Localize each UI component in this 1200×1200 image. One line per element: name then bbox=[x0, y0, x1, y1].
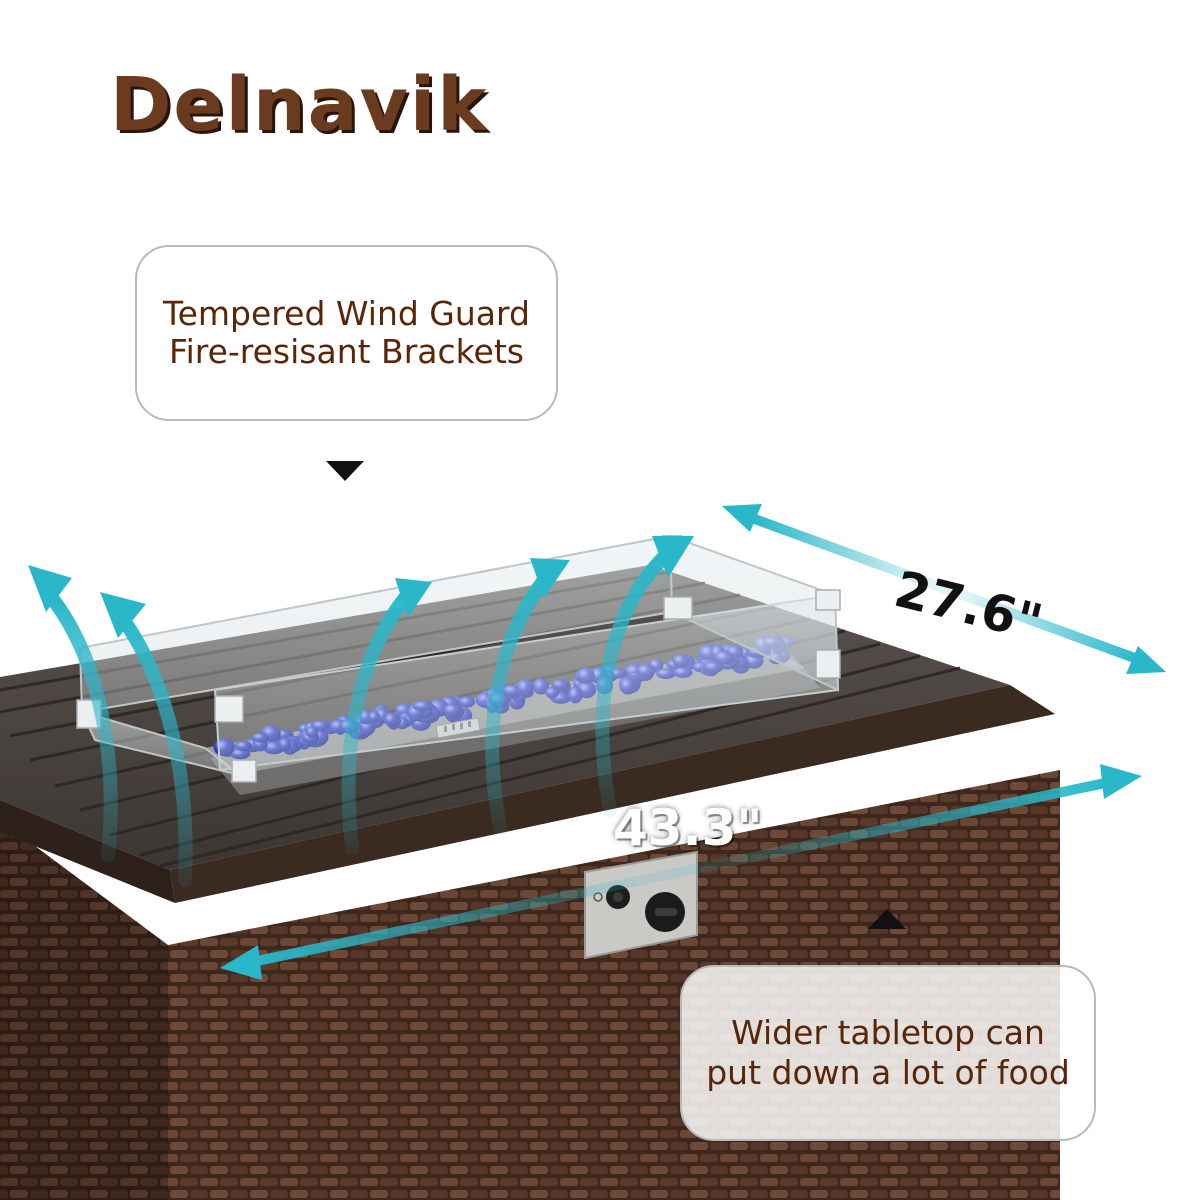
heat-arrow-icon bbox=[100, 592, 193, 887]
wind-guard-callout: Tempered Wind Guard Fire-resisant Bracke… bbox=[135, 245, 558, 421]
heat-arrows bbox=[28, 536, 694, 887]
bracket-icon bbox=[214, 695, 244, 723]
callout-line: Fire-resisant Brackets bbox=[168, 332, 524, 371]
heat-arrow-icon bbox=[595, 536, 694, 817]
width-dimension-label: 43.3" bbox=[613, 799, 763, 857]
pointer-up-icon bbox=[868, 909, 906, 929]
callout-line: Tempered Wind Guard bbox=[163, 294, 530, 333]
bracket-icon bbox=[815, 649, 841, 679]
heat-arrow-icon bbox=[341, 578, 432, 855]
callout-line: put down a lot of food bbox=[706, 1053, 1070, 1092]
dimension-arrow-icon bbox=[722, 504, 1166, 674]
heat-arrow-icon bbox=[485, 558, 570, 835]
pointer-down-icon bbox=[326, 461, 364, 481]
bracket-icon bbox=[663, 596, 693, 620]
dimension-arrow-icon bbox=[220, 764, 1142, 980]
callout-line: Wider tabletop can bbox=[731, 1013, 1045, 1052]
wind-guard bbox=[76, 534, 841, 783]
heat-arrow-icon bbox=[28, 565, 118, 862]
bracket-icon bbox=[231, 759, 257, 783]
tabletop-callout: Wider tabletop can put down a lot of foo… bbox=[680, 965, 1096, 1141]
brand-logo: Delnavik bbox=[110, 62, 489, 148]
bracket-icon bbox=[815, 589, 841, 611]
dimension-arrows bbox=[220, 504, 1166, 980]
